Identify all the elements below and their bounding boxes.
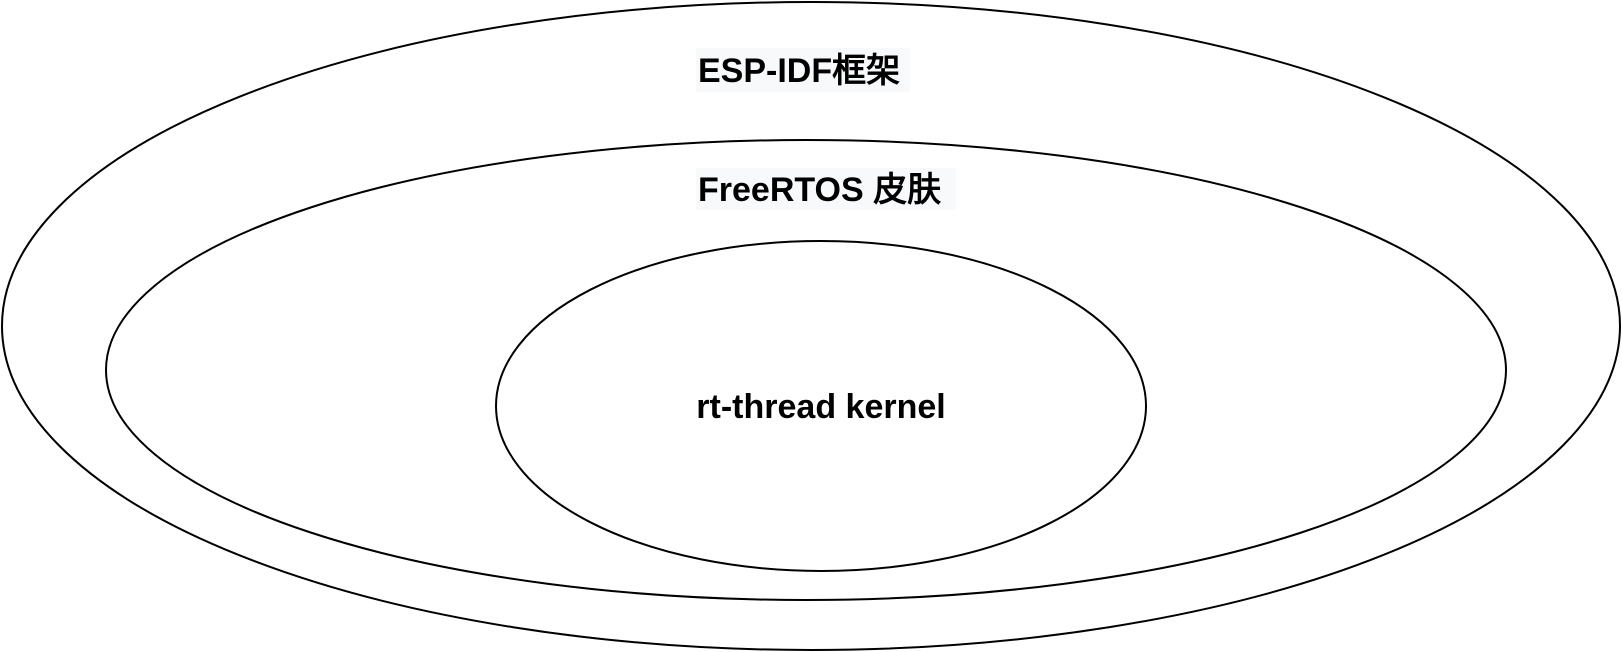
- rtthread-ellipse: [495, 240, 1147, 572]
- esp-idf-label: ESP-IDF框架: [698, 52, 900, 90]
- freertos-ellipse: [105, 139, 1507, 601]
- layer-freertos: FreeRTOS 皮肤: [105, 139, 1507, 601]
- layer-rtthread: rt-thread kernel: [495, 240, 1147, 572]
- freertos-label-background: [696, 168, 956, 210]
- esp-idf-label-background: [696, 48, 910, 92]
- rtthread-label: rt-thread kernel: [696, 388, 945, 426]
- freertos-label: FreeRTOS 皮肤: [698, 171, 941, 209]
